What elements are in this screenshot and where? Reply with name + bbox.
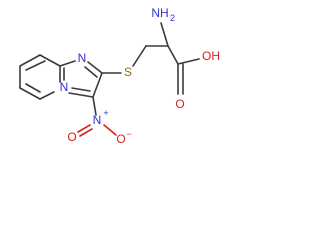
atom-label-n-ring: N xyxy=(78,51,87,65)
atom-label-s: S xyxy=(124,65,132,79)
nh-text: NH xyxy=(151,6,168,20)
bond xyxy=(39,54,61,67)
atom-label-o-carbonyl: O xyxy=(175,97,184,111)
bond xyxy=(132,45,147,67)
bond xyxy=(68,92,94,98)
atom-label-o-nitro-2: O xyxy=(116,132,125,146)
bond xyxy=(92,96,97,116)
bond xyxy=(25,83,41,93)
bond xyxy=(79,128,93,137)
bond xyxy=(19,87,41,100)
bond xyxy=(87,61,103,74)
pyridine-ring xyxy=(19,54,65,100)
bond xyxy=(77,124,91,133)
atom-label-n-bridge: N xyxy=(60,80,69,94)
amino-acid-chain xyxy=(145,22,200,95)
bond xyxy=(25,60,46,71)
molecule-structure: N N S N + O O − NH 2 OH O xyxy=(19,6,220,146)
atom-label-nh2: NH 2 xyxy=(151,6,175,23)
bond xyxy=(177,58,200,65)
bond xyxy=(71,87,91,92)
bond xyxy=(19,54,41,67)
bond xyxy=(160,22,169,47)
atom-label-o-nitro-1: O xyxy=(67,130,76,144)
atom-label-oh: OH xyxy=(202,49,220,63)
nitro-group xyxy=(77,96,117,137)
bond xyxy=(59,60,76,67)
charge-plus: + xyxy=(103,108,108,118)
bond xyxy=(92,72,103,98)
atom-label-n-nitro: N xyxy=(93,113,102,127)
bond xyxy=(167,45,179,65)
bond xyxy=(39,91,55,100)
nh2-subscript: 2 xyxy=(170,13,175,23)
thioether-linkage xyxy=(101,45,147,74)
bond xyxy=(84,66,98,78)
charge-minus: − xyxy=(126,129,131,139)
imidazole-ring xyxy=(59,60,103,98)
bond xyxy=(103,124,117,136)
